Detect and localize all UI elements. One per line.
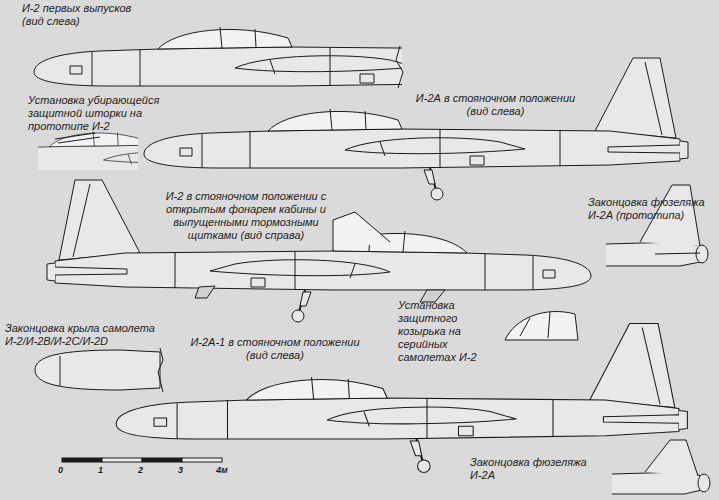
scale-number: 2: [138, 465, 150, 476]
wingtip-inset: [35, 348, 163, 392]
scale-number: 3: [178, 465, 190, 476]
scale-bar: [62, 458, 222, 462]
caption-label: Законцовка крыла самолета И-2/И-2В/И-2С/…: [5, 322, 170, 348]
caption-label: И-2 первых выпусков (вид слева): [22, 2, 150, 28]
scale-number: 0: [58, 465, 70, 476]
tail-inset: [612, 440, 710, 494]
aircraft-i2a: [144, 58, 688, 200]
caption-label: Установка убирающейся защитной шторки на…: [28, 94, 160, 133]
caption-label: И-2 в стояночном положении с открытым фо…: [150, 190, 342, 242]
caption-label: И-2А в стояночном положении (вид слева): [408, 92, 583, 118]
break-line: [396, 46, 403, 88]
caption-label: И-2А-1 в стояночном положении (вид слева…: [185, 336, 365, 362]
windscreen-inset: [505, 312, 578, 340]
aircraft-right-view: [47, 180, 591, 322]
caption-label: Установка защитного козырька на серийных…: [398, 299, 502, 364]
scale-number: 1: [98, 465, 110, 476]
caption-label: Законцовка фюзеляжа И-2А (прототипа): [588, 196, 714, 222]
scale-number: 4м: [216, 465, 236, 476]
caption-label: Законцовка фюзеляжа И-2А: [470, 456, 602, 482]
